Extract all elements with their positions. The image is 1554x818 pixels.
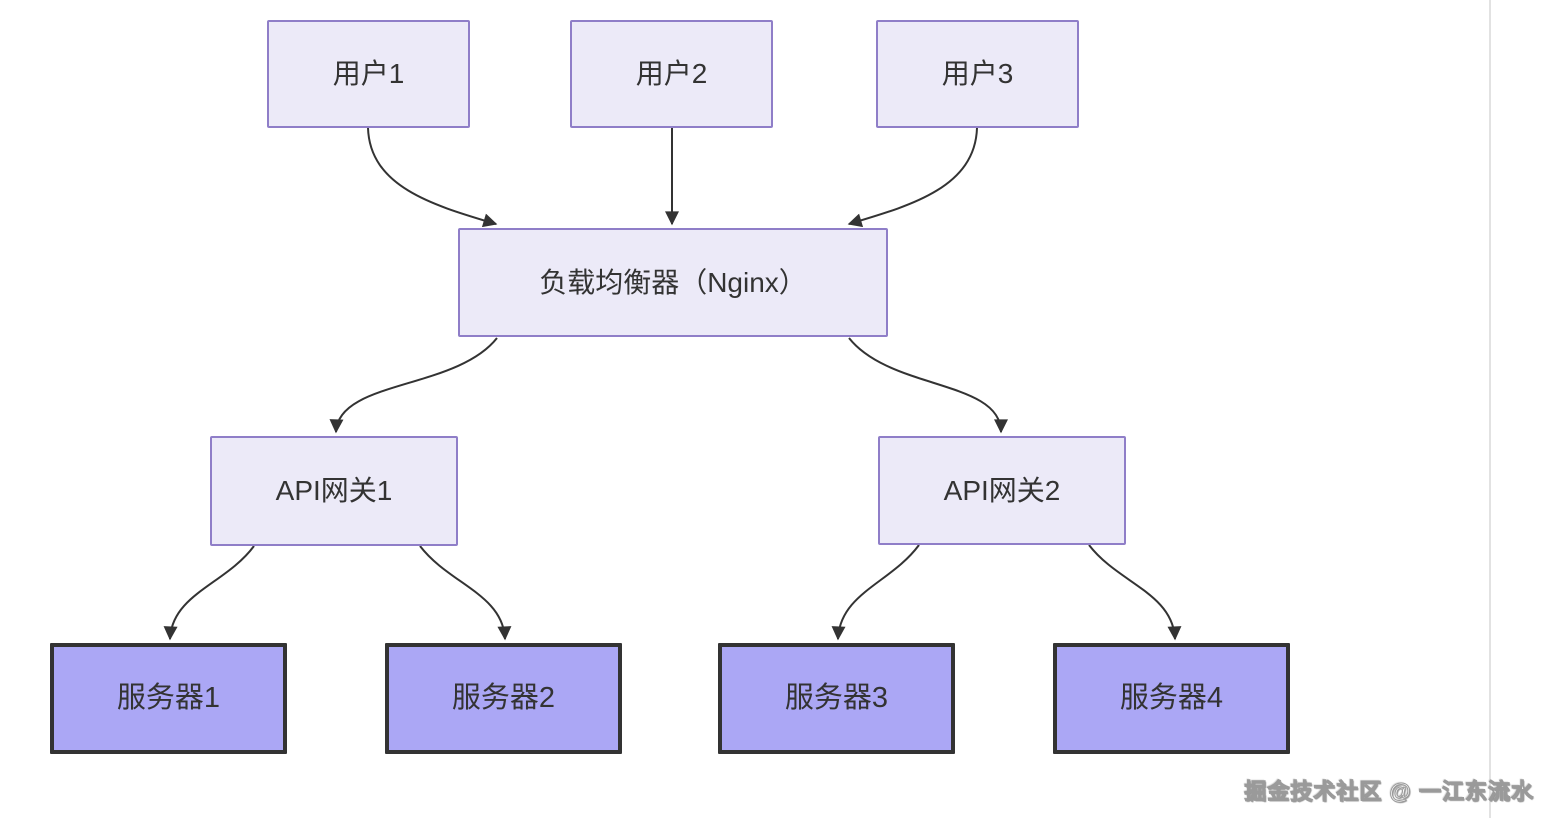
edge-user1-to-lb <box>367 127 498 228</box>
node-label-server4: 服务器4 <box>1119 682 1224 715</box>
node-label-server2: 服务器2 <box>451 682 556 715</box>
edge-api1-to-server1 <box>163 545 255 641</box>
node-label-user2: 用户2 <box>635 58 708 90</box>
node-label-user3: 用户3 <box>941 58 1014 90</box>
node-lb: 负载均衡器（Nginx） <box>458 228 888 337</box>
node-label-user1: 用户1 <box>332 58 405 90</box>
edge-api2-to-server4 <box>1088 544 1182 641</box>
edge-api2-to-server3 <box>831 544 920 641</box>
node-label-server1: 服务器1 <box>116 682 221 715</box>
node-server1: 服务器1 <box>50 643 287 754</box>
watermark: 掘金技术社区 @ 一江东流水 <box>1244 779 1534 805</box>
edge-lb-to-api2 <box>848 337 1008 434</box>
node-user2: 用户2 <box>570 20 773 128</box>
node-user1: 用户1 <box>267 20 470 128</box>
node-label-api2: API网关2 <box>943 474 1061 506</box>
node-api1: API网关1 <box>210 436 458 546</box>
node-label-lb: 负载均衡器（Nginx） <box>539 266 807 298</box>
node-server3: 服务器3 <box>718 643 955 754</box>
node-label-api1: API网关1 <box>275 475 393 507</box>
edge-user3-to-lb <box>847 127 978 228</box>
edge-lb-to-api1 <box>329 337 498 434</box>
page-divider-line <box>1489 0 1491 818</box>
node-server2: 服务器2 <box>385 643 622 754</box>
node-label-server3: 服务器3 <box>784 682 889 715</box>
node-user3: 用户3 <box>876 20 1079 128</box>
node-api2: API网关2 <box>878 436 1126 545</box>
edge-api1-to-server2 <box>419 545 512 641</box>
node-server4: 服务器4 <box>1053 643 1290 754</box>
